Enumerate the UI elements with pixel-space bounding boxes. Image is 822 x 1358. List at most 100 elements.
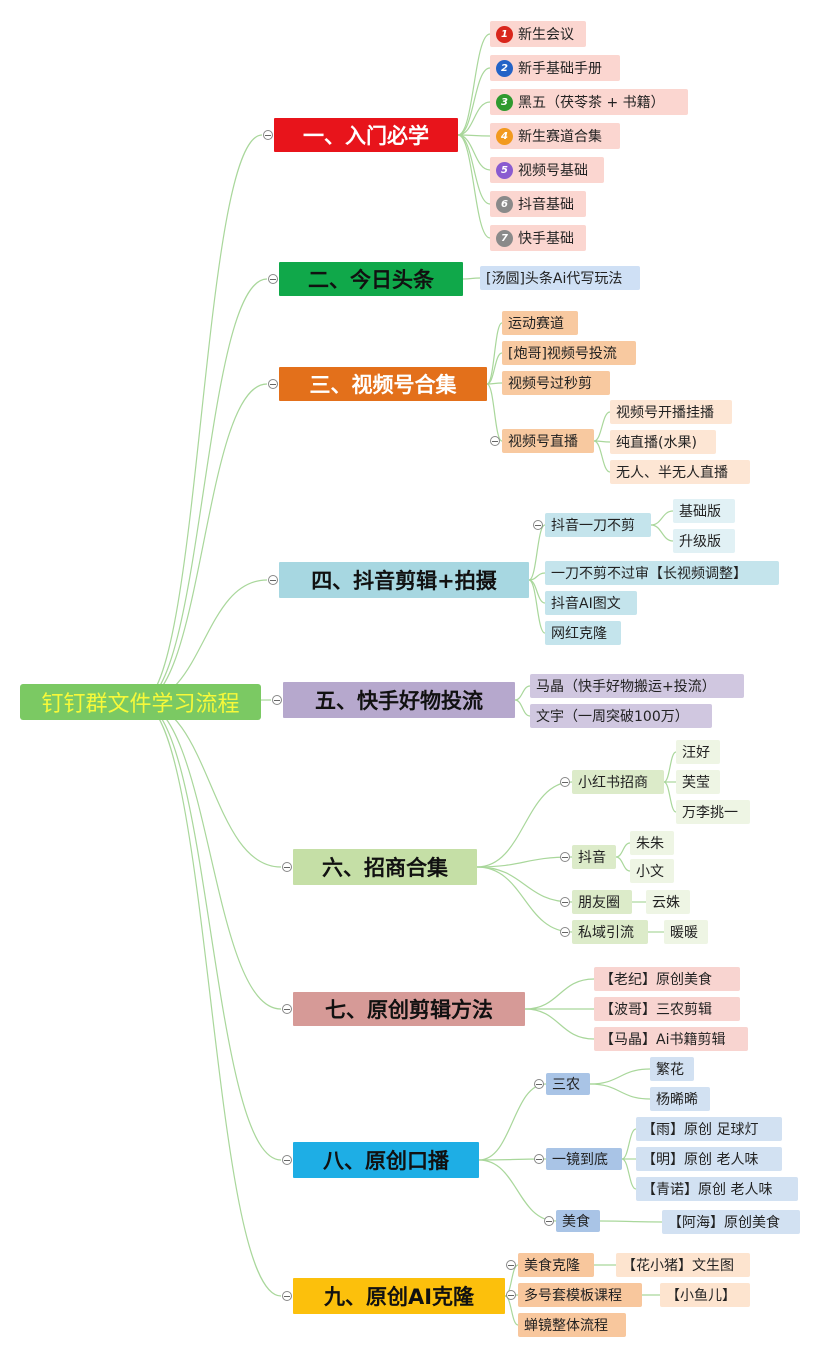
collapse-toggle-icon[interactable]: [282, 1155, 292, 1165]
grandchild-node[interactable]: 【明】原创 老人味: [636, 1147, 782, 1171]
child-node[interactable]: 小红书招商: [572, 770, 664, 794]
grandchild-node[interactable]: 基础版: [673, 499, 735, 523]
child-node[interactable]: 一镜到底: [546, 1148, 622, 1170]
collapse-toggle-icon[interactable]: [263, 130, 273, 140]
child-label: 黑五（茯苓茶 + 书籍）: [518, 95, 665, 111]
grandchild-node[interactable]: 芙莹: [676, 770, 720, 794]
grandchild-node[interactable]: 【青诺】原创 老人味: [636, 1177, 798, 1201]
collapse-toggle-icon[interactable]: [560, 897, 570, 907]
child-node[interactable]: 【老纪】原创美食: [594, 967, 740, 991]
child-node[interactable]: 文宇（一周突破100万）: [530, 704, 712, 728]
collapse-toggle-icon[interactable]: [272, 695, 282, 705]
child-label: 运动赛道: [508, 316, 564, 332]
branch-node-6[interactable]: 六、招商合集: [293, 849, 477, 885]
child-node[interactable]: 【马晶】Ai书籍剪辑: [594, 1027, 748, 1051]
child-label: 视频号直播: [508, 434, 578, 450]
collapse-toggle-icon[interactable]: [268, 379, 278, 389]
connector-line: [663, 751, 677, 783]
child-node[interactable]: 运动赛道: [502, 311, 578, 335]
connector-line: [621, 1158, 637, 1190]
child-node[interactable]: 6 抖音基础: [490, 191, 586, 217]
collapse-toggle-icon[interactable]: [282, 1004, 292, 1014]
grandchild-node[interactable]: 纯直播(水果): [610, 430, 716, 454]
collapse-toggle-icon[interactable]: [560, 852, 570, 862]
collapse-toggle-icon[interactable]: [282, 862, 292, 872]
collapse-toggle-icon[interactable]: [534, 1154, 544, 1164]
child-node[interactable]: [炮哥]视频号投流: [502, 341, 636, 365]
grandchild-node[interactable]: 【阿海】原创美食: [662, 1210, 800, 1234]
grandchild-node[interactable]: 朱朱: [630, 831, 674, 855]
grandchild-node[interactable]: 小文: [630, 859, 674, 883]
child-node[interactable]: 视频号直播: [502, 429, 594, 453]
grandchild-node[interactable]: 视频号开播挂播: [610, 400, 732, 424]
child-label: 美食: [562, 1214, 590, 1230]
branch-node-7[interactable]: 七、原创剪辑方法: [293, 992, 525, 1026]
number-badge-icon: 6: [496, 195, 513, 213]
child-node[interactable]: 抖音: [572, 845, 616, 869]
branch-node-3[interactable]: 三、视频号合集: [279, 367, 487, 401]
child-label: 新生会议: [518, 27, 574, 43]
child-node[interactable]: 【波哥】三农剪辑: [594, 997, 740, 1021]
connector-line: [462, 277, 481, 280]
grandchild-node[interactable]: 【花小猪】文生图: [616, 1253, 750, 1277]
collapse-toggle-icon[interactable]: [534, 1079, 544, 1089]
child-node[interactable]: 美食: [556, 1210, 600, 1232]
branch-node-8[interactable]: 八、原创口播: [293, 1142, 479, 1178]
collapse-toggle-icon[interactable]: [560, 777, 570, 787]
child-node[interactable]: 一刀不剪不过审【长视频调整】: [545, 561, 779, 585]
branch-node-1[interactable]: 一、入门必学: [274, 118, 458, 152]
child-node[interactable]: 私域引流: [572, 920, 648, 944]
grandchild-node[interactable]: 云姝: [646, 890, 690, 914]
branch-node-9[interactable]: 九、原创AI克隆: [293, 1278, 505, 1314]
child-node[interactable]: 抖音一刀不剪: [545, 513, 651, 537]
collapse-toggle-icon[interactable]: [268, 575, 278, 585]
child-label: 抖音基础: [518, 197, 574, 213]
child-node[interactable]: 马晶（快手好物搬运+投流）: [530, 674, 744, 698]
child-node[interactable]: 三农: [546, 1073, 590, 1095]
child-node[interactable]: 美食克隆: [518, 1253, 594, 1277]
grandchild-node[interactable]: 【雨】原创 足球灯: [636, 1117, 782, 1141]
number-badge-icon: 3: [496, 93, 513, 111]
connector-line: [593, 411, 611, 442]
grandchild-label: 基础版: [679, 504, 721, 520]
child-node[interactable]: 蝉镜整体流程: [518, 1313, 626, 1337]
grandchild-node[interactable]: 暖暖: [664, 920, 708, 944]
grandchild-node[interactable]: 【小鱼儿】: [660, 1283, 750, 1307]
grandchild-node[interactable]: 繁花: [650, 1057, 694, 1081]
number-badge-icon: 2: [496, 59, 513, 77]
child-node[interactable]: 网红克隆: [545, 621, 621, 645]
collapse-toggle-icon[interactable]: [506, 1260, 516, 1270]
collapse-toggle-icon[interactable]: [560, 927, 570, 937]
child-node[interactable]: 朋友圈: [572, 890, 632, 914]
collapse-toggle-icon[interactable]: [282, 1291, 292, 1301]
collapse-toggle-icon[interactable]: [533, 520, 543, 530]
branch-node-5[interactable]: 五、快手好物投流: [283, 682, 515, 718]
connector-line: [139, 701, 282, 868]
child-label: 抖音AI图文: [551, 596, 621, 612]
connector-line: [139, 134, 263, 703]
collapse-toggle-icon[interactable]: [268, 274, 278, 284]
child-node[interactable]: 多号套模板课程: [518, 1283, 642, 1307]
child-label: 【老纪】原创美食: [600, 972, 712, 988]
branch-label: 七、原创剪辑方法: [325, 998, 493, 1022]
collapse-toggle-icon[interactable]: [506, 1290, 516, 1300]
grandchild-node[interactable]: 万李挑一: [676, 800, 750, 824]
grandchild-node[interactable]: 汪好: [676, 740, 720, 764]
grandchild-node[interactable]: 升级版: [673, 529, 735, 553]
collapse-toggle-icon[interactable]: [490, 436, 500, 446]
grandchild-node[interactable]: 无人、半无人直播: [610, 460, 750, 484]
child-node[interactable]: 抖音AI图文: [545, 591, 637, 615]
branch-node-4[interactable]: 四、抖音剪辑+拍摄: [279, 562, 529, 598]
child-node[interactable]: 3 黑五（茯苓茶 + 书籍）: [490, 89, 688, 115]
grandchild-node[interactable]: 杨晞晞: [650, 1087, 710, 1111]
child-node[interactable]: [汤圆]头条Ai代写玩法: [480, 266, 640, 290]
branch-node-2[interactable]: 二、今日头条: [279, 262, 463, 296]
collapse-toggle-icon[interactable]: [544, 1216, 554, 1226]
child-node[interactable]: 视频号过秒剪: [502, 371, 610, 395]
child-label: 视频号过秒剪: [508, 376, 592, 392]
